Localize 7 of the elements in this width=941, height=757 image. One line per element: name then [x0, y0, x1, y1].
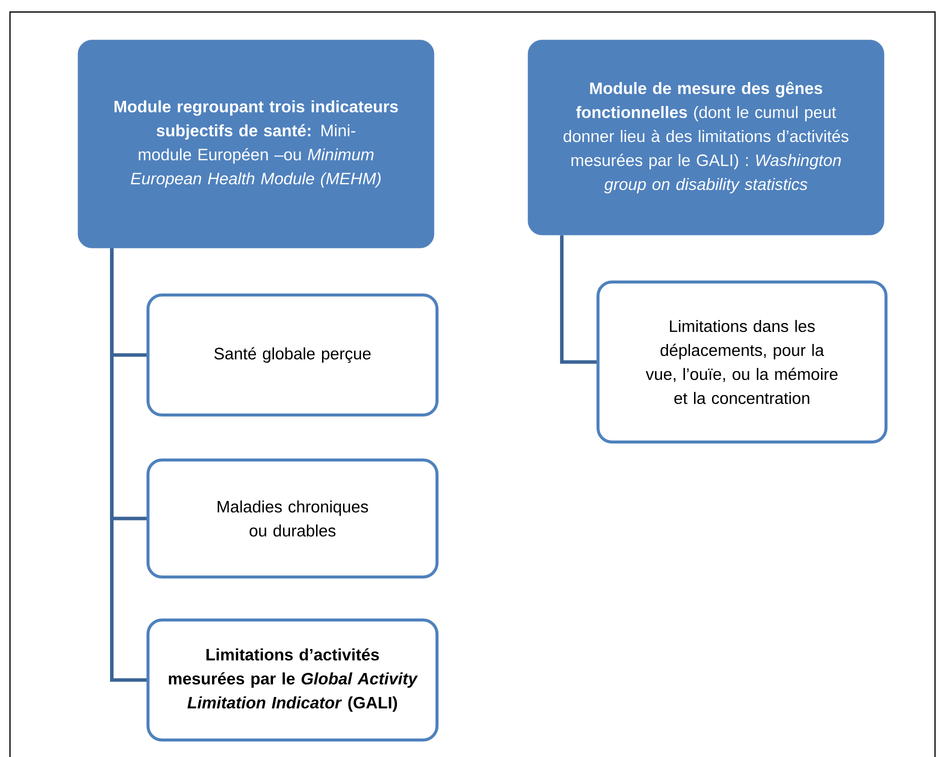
indicator-box: Limitations dans les déplacements, pour la vue, l’ouïe, ou la mémoire et la concentration	[596, 280, 888, 444]
indicator-box: Maladies chroniques ou durables	[146, 458, 438, 578]
module-box: Module regroupant trois indicateurs subjectifs de santé: Mini-module Européen –ou Minimum European Health Module (MEHM)	[78, 40, 434, 248]
indicator-box: Santé globale perçue	[146, 294, 438, 416]
module-box: Module de mesure des gênes fonctionnelles (dont le cumul peut donner lieu à des limitations d’activités mesurées par le GALI) : Washington group on disability statistics	[528, 40, 884, 236]
indicator-box: Limitations d’activités mesurées par le Global Activity Limitation Indicator (GALI)	[146, 618, 438, 742]
connector-line	[110, 248, 146, 520]
